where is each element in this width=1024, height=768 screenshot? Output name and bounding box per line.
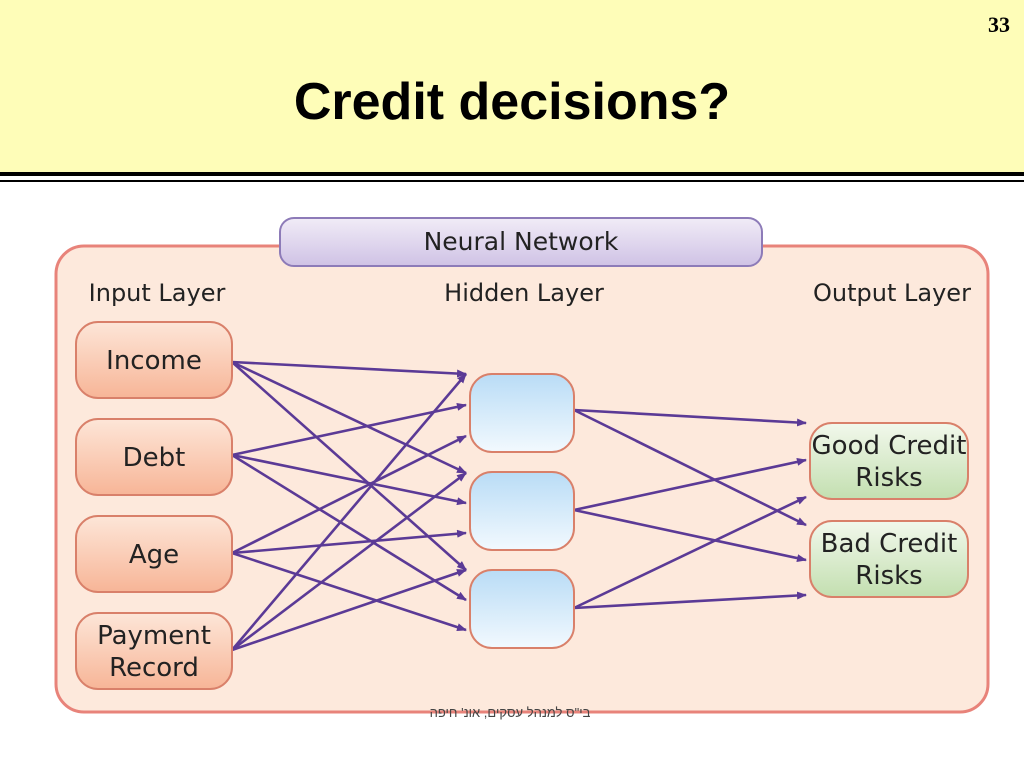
connection-input-0-hidden-0 [231, 360, 467, 378]
connection-input-3-hidden-2 [231, 568, 467, 652]
connection-input-1-hidden-2 [231, 453, 467, 602]
connection-input-2-hidden-1 [231, 529, 467, 555]
hidden-node-0 [469, 373, 575, 453]
network-title-box [279, 217, 763, 267]
connection-input-2-hidden-0 [231, 434, 467, 555]
connection-hidden-1-output-0 [573, 457, 807, 512]
output-layer-label: Output Layer [813, 279, 971, 307]
connection-hidden-0-output-1 [573, 408, 807, 527]
slide-number: 33 [988, 12, 1010, 37]
output-node-1 [809, 520, 969, 598]
output-node-1-label-line-1: Risks [855, 561, 922, 591]
input-node-1-label-line-0: Debt [123, 443, 186, 473]
connection-hidden-0-output-0 [573, 408, 807, 427]
connection-input-1-hidden-0 [231, 402, 467, 457]
input-node-3-label-line-0: Payment [97, 621, 211, 651]
connection-hidden-2-output-0 [573, 495, 807, 610]
input-node-3 [75, 612, 233, 690]
hidden-node-1 [469, 471, 575, 551]
header-rule-thick [0, 172, 1024, 176]
hidden-layer-label: Hidden Layer [444, 279, 604, 307]
network-title: Neural Network [424, 227, 619, 256]
input-node-0 [75, 321, 233, 399]
connection-input-3-hidden-1 [231, 471, 467, 652]
hidden-node-2 [469, 569, 575, 649]
slide-footer: בי"ס למנהל עסקים, אונ' חיפה [429, 705, 591, 720]
output-node-0-label-line-1: Risks [855, 463, 922, 493]
input-node-3-label-line-1: Record [109, 653, 199, 683]
input-node-1 [75, 418, 233, 496]
connection-input-3-hidden-0 [231, 373, 467, 651]
output-node-0 [809, 422, 969, 500]
input-layer-label: Input Layer [89, 279, 226, 307]
output-node-0-label-line-0: Good Credit [812, 431, 967, 461]
connection-hidden-2-output-1 [573, 591, 807, 610]
header-rule-thin [0, 180, 1024, 182]
connections [231, 360, 807, 652]
output-node-1-label-line-0: Bad Credit [821, 529, 958, 559]
connection-input-2-hidden-2 [231, 551, 467, 632]
slide-header [0, 0, 1024, 172]
input-node-2 [75, 515, 233, 593]
slide-title: Credit decisions? [293, 73, 731, 131]
input-node-2-label-line-0: Age [129, 540, 179, 570]
input-node-0-label-line-0: Income [106, 346, 202, 376]
connection-input-1-hidden-1 [231, 453, 467, 506]
connection-hidden-1-output-1 [573, 508, 807, 563]
